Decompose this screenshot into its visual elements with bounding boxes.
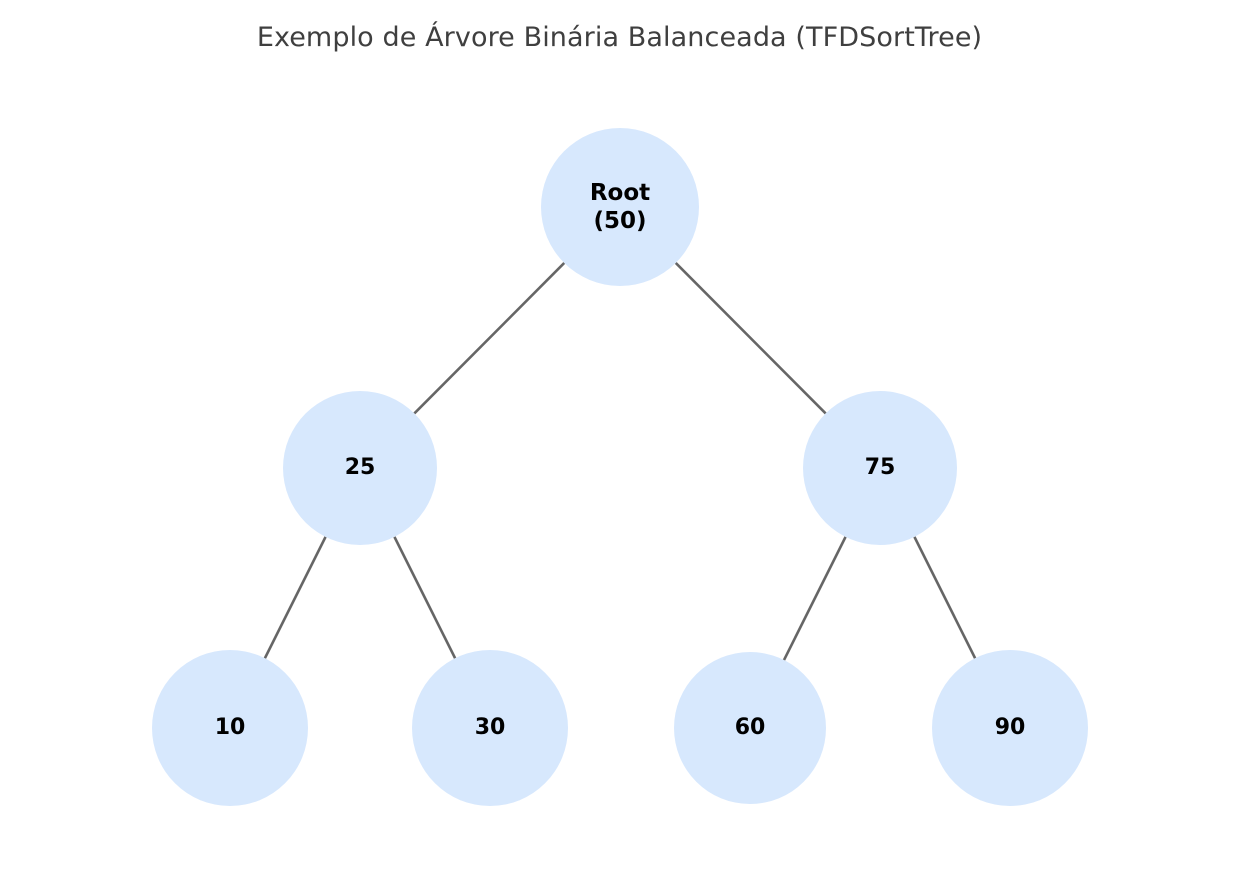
- tree-node-label: 90: [994, 714, 1026, 740]
- tree-node-n30[interactable]: 30: [412, 650, 568, 806]
- page-title: Exemplo de Árvore Binária Balanceada (TF…: [256, 22, 983, 53]
- tree-edge-root-n25: [413, 262, 566, 415]
- tree-node-n60[interactable]: 60: [674, 652, 826, 804]
- tree-node-value: (50): [593, 208, 647, 234]
- tree-edge-n75-n90: [913, 536, 977, 659]
- tree-node-n25[interactable]: 25: [283, 391, 437, 545]
- tree-node-label: Root: [589, 179, 651, 206]
- tree-edge-n25-n30: [393, 536, 457, 659]
- tree-edge-root-n75: [674, 262, 827, 415]
- tree-edge-n75-n60: [782, 536, 847, 661]
- tree-node-n90[interactable]: 90: [932, 650, 1088, 806]
- tree-node-label: 10: [214, 714, 246, 740]
- tree-node-n75[interactable]: 75: [803, 391, 957, 545]
- tree-node-label: 30: [474, 714, 506, 740]
- tree-edge-n25-n10: [263, 536, 327, 659]
- tree-node-label: 75: [864, 454, 896, 480]
- tree-node-label: 60: [734, 714, 766, 740]
- tree-node-root[interactable]: Root(50): [541, 128, 699, 286]
- tree-node-label: 25: [344, 454, 376, 480]
- tree-node-n10[interactable]: 10: [152, 650, 308, 806]
